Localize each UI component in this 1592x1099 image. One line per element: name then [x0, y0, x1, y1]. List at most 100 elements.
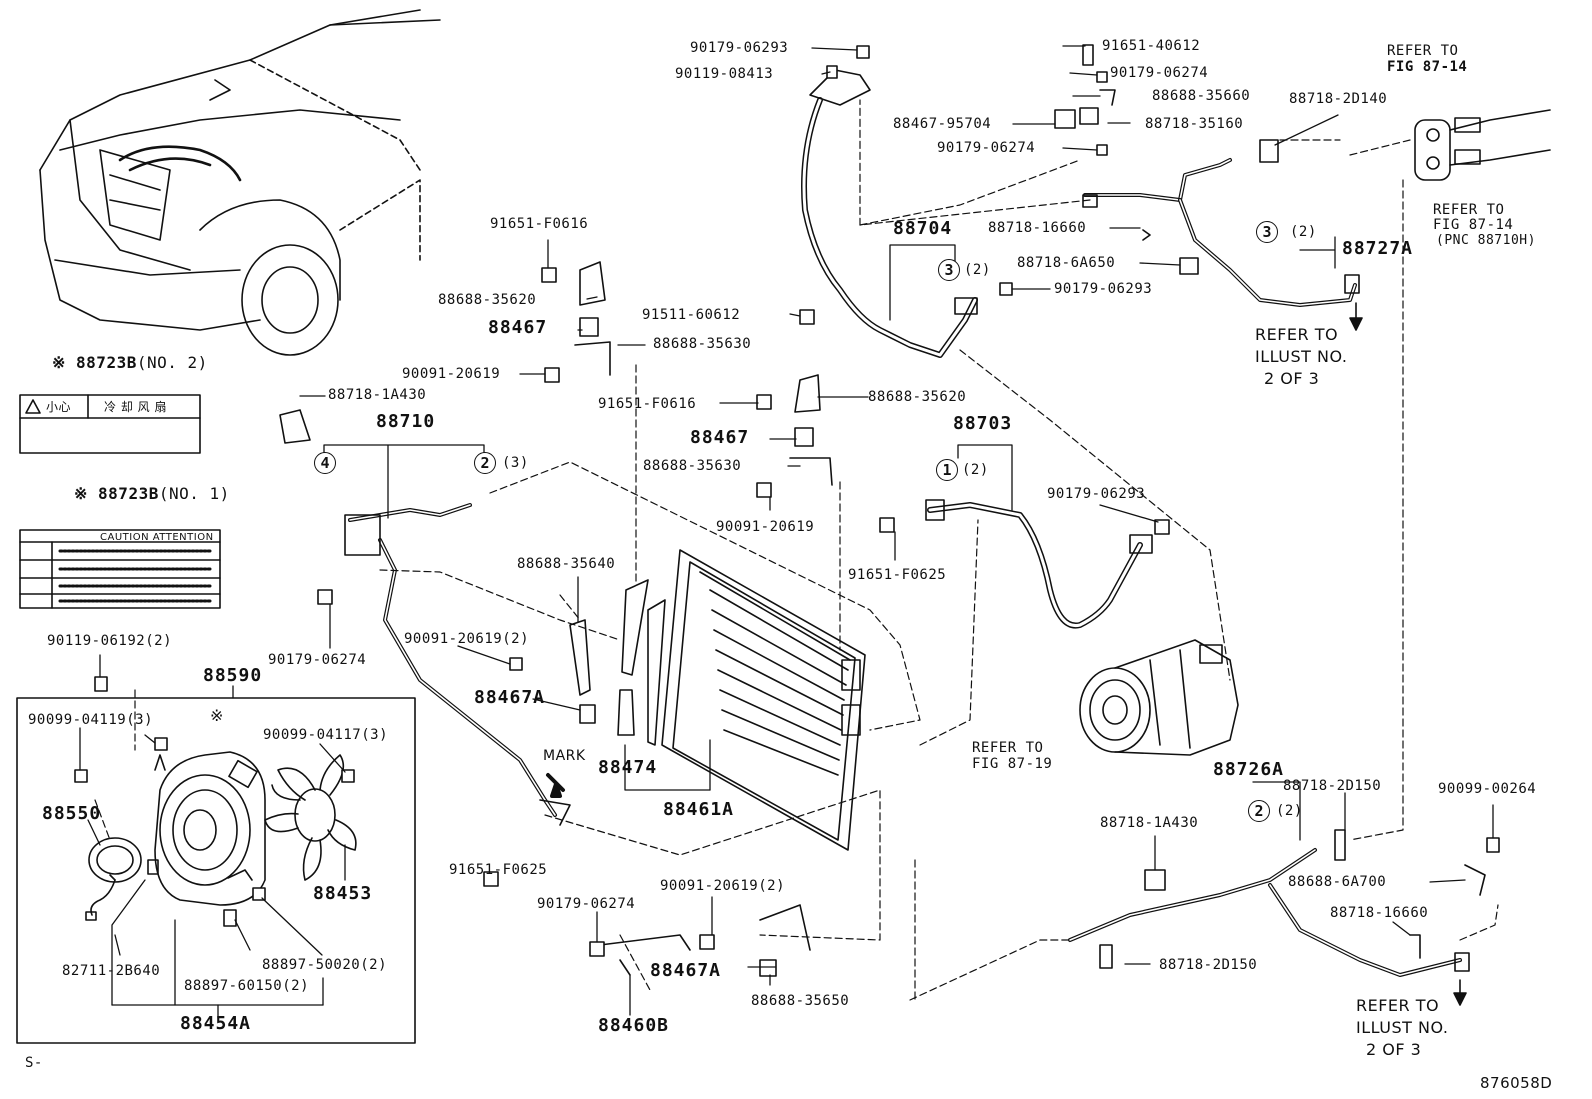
refer-illust-a-line2: ILLUST NO.: [1255, 347, 1348, 366]
refer-illust-a-line1: REFER TO: [1255, 325, 1339, 344]
label-no2-text-1: 小心: [46, 400, 72, 414]
part-88718-2D140: 88718-2D140: [1289, 91, 1388, 107]
part-88461A: 88461A: [663, 799, 735, 820]
part-88718-1A430-b: 88718-1A430: [1100, 815, 1199, 831]
part-88704: 88704: [893, 218, 953, 239]
receiver-dryer: [617, 689, 635, 736]
part-88550: 88550: [42, 803, 102, 824]
phantom-lines: [94, 99, 1499, 1001]
part-91651-F0625-b: 91651-F0625: [449, 862, 548, 878]
label-no2-text-2: 冷 却 风 扇: [104, 400, 167, 414]
part-90179-06293-c: 90179-06293: [1047, 486, 1146, 502]
part-88590: 88590: [203, 665, 263, 686]
part-88703: 88703: [953, 413, 1013, 434]
part-90099-04119-3: 90099-04119(3): [28, 712, 154, 728]
part-88688-35640: 88688-35640: [517, 556, 616, 572]
part-91651-F0616-b: 91651-F0616: [598, 396, 697, 412]
callout-qty-3-a: (2): [964, 262, 991, 278]
part-88688-35620-b: 88688-35620: [868, 389, 967, 405]
condenser: [621, 549, 866, 851]
fan-motor: [85, 837, 142, 921]
part-90179-06293-a: 90179-06293: [690, 40, 789, 56]
part-88467-a: 88467: [488, 317, 548, 338]
vehicle-sketch: [39, 9, 441, 356]
part-90179-06274-b: 90179-06274: [937, 140, 1036, 156]
part-88718-16660-b: 88718-16660: [1330, 905, 1429, 921]
refer-fig-87-19-line2: FIG 87-19: [972, 756, 1053, 772]
part-90091-20619-b: 90091-20619: [716, 519, 815, 535]
part-88718-2D150-a: 88718-2D150: [1283, 778, 1382, 794]
fan-assembly-box: [16, 697, 416, 1044]
callout-circle-4: 4: [314, 452, 336, 474]
part-90091-20619-a: 90091-20619: [402, 366, 501, 382]
part-88467-95704: 88467-95704: [893, 116, 992, 132]
asterisk-mark: ※: [210, 706, 224, 725]
arrows: [546, 302, 1467, 1006]
refer-fig-87-14-top-line1: REFER TO: [1387, 43, 1459, 59]
part-88467A-b: 88467A: [650, 960, 722, 981]
part-90179-06274-c: 90179-06274: [268, 652, 367, 668]
part-90179-06274-d: 90179-06274: [537, 896, 636, 912]
part-88718-16660-a: 88718-16660: [988, 220, 1087, 236]
callout-circle-3-a: 3: [938, 259, 960, 281]
refer-fig-87-14-b-line2: FIG 87-14: [1433, 217, 1514, 233]
callout-qty-3-b: (2): [1290, 224, 1317, 240]
fan-blades: [264, 754, 357, 881]
part-91651-F0616-a: 91651-F0616: [490, 216, 589, 232]
part-88726A: 88726A: [1213, 759, 1285, 780]
part-90099-04117-3: 90099-04117(3): [263, 727, 389, 743]
part-88718-2D150-b: 88718-2D150: [1159, 957, 1258, 973]
corner-mark: S-: [25, 1055, 43, 1071]
part-88718-1A430-a: 88718-1A430: [328, 387, 427, 403]
part-91651-F0625-a: 91651-F0625: [848, 567, 947, 583]
callout-qty-1-2: (2): [962, 462, 989, 478]
suction-hose: [925, 499, 1153, 629]
refer-fig-87-19-line1: REFER TO: [972, 740, 1044, 756]
part-88453: 88453: [313, 883, 373, 904]
part-88897-60150-2: 88897-60150(2): [184, 978, 310, 994]
callout-circle-2-a: 2: [474, 452, 496, 474]
figure-code: 876058D: [1480, 1074, 1553, 1092]
refer-illust-a-line3: 2 OF 3: [1264, 369, 1320, 388]
part-88467A-a: 88467A: [474, 687, 546, 708]
label-no1-part: ※ 88723B(NO. 1): [74, 484, 230, 503]
callout-qty-2-3: (3): [502, 455, 529, 471]
compressor: [1079, 639, 1239, 756]
label-no2-part: ※ 88723B(NO. 2): [52, 353, 208, 372]
part-90119-06192-2: 90119-06192(2): [47, 633, 173, 649]
label-no1-header: CAUTION ATTENTION: [100, 532, 214, 543]
part-88710: 88710: [376, 411, 436, 432]
liquid-tube: [344, 503, 557, 817]
part-90119-08413: 90119-08413: [675, 66, 774, 82]
fasteners: [74, 45, 1500, 957]
refer-fig-87-14-top-line2: FIG 87-14: [1387, 59, 1468, 75]
refer-fig-87-14-b-line3: (PNC 88710H): [1436, 233, 1536, 248]
part-88727A: 88727A: [1342, 238, 1414, 259]
callout-circle-2-b: 2: [1248, 800, 1270, 822]
part-90091-20619-2-c: 90091-20619(2): [404, 631, 530, 647]
refer-illust-b-line3: 2 OF 3: [1366, 1040, 1422, 1059]
mark-note: MARK: [543, 748, 586, 764]
part-88460B: 88460B: [598, 1015, 670, 1036]
part-90091-20619-2-d: 90091-20619(2): [660, 878, 786, 894]
part-90179-06274-a: 90179-06274: [1110, 65, 1209, 81]
part-91511-60612: 91511-60612: [642, 307, 741, 323]
firewall-fitting: [1414, 109, 1551, 181]
brackets: [109, 44, 1486, 977]
part-88897-50020-2: 88897-50020(2): [262, 957, 388, 973]
part-90179-06293-b: 90179-06293: [1054, 281, 1153, 297]
refer-illust-b-line1: REFER TO: [1356, 996, 1440, 1015]
part-88454A: 88454A: [180, 1013, 252, 1034]
part-91651-40612: 91651-40612: [1102, 38, 1201, 54]
part-88688-35630-b: 88688-35630: [643, 458, 742, 474]
callout-qty-2-2: (2): [1276, 803, 1303, 819]
part-90099-00264: 90099-00264: [1438, 781, 1537, 797]
part-88718-6A650: 88718-6A650: [1017, 255, 1116, 271]
leader-lines: [79, 45, 1494, 1019]
part-88688-35660: 88688-35660: [1152, 88, 1251, 104]
fan-shroud: [147, 751, 266, 927]
refer-fig-87-14-b-line1: REFER TO: [1433, 202, 1505, 218]
refer-illust-b-line2: ILLUST NO.: [1356, 1018, 1449, 1037]
